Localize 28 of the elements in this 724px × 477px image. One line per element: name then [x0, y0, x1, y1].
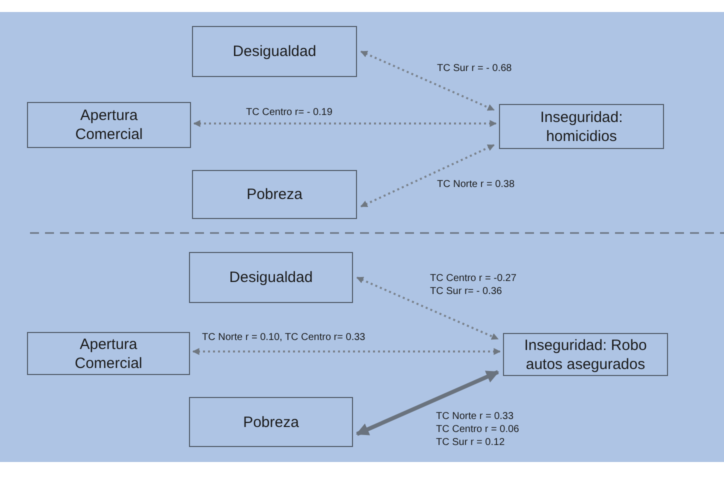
variable-box: [27, 332, 190, 375]
node-label: Pobreza: [243, 412, 299, 432]
node-label: Apertura Comercial: [74, 334, 144, 372]
double-arrow: [193, 120, 497, 127]
node-label: Apertura Comercial: [74, 106, 144, 144]
double-arrow: [356, 276, 499, 340]
variable-box: [27, 102, 191, 148]
double-arrow: [360, 50, 495, 111]
double-arrow: [356, 370, 500, 436]
edge-label: TC Sur r = - 0.68: [437, 62, 513, 75]
variable-box: [499, 104, 664, 149]
edge-label: TC Norte r = 0.38: [437, 178, 516, 191]
node-label: Inseguridad: Robo autos asegurados: [523, 336, 648, 374]
variable-box: [192, 26, 357, 77]
edge-label: TC Norte r = 0.10, TC Centro r= 0.33: [202, 331, 366, 344]
node-label: Desigualdad: [229, 268, 313, 287]
variable-box: [503, 333, 668, 376]
node-label: Inseguridad: homicidios: [539, 108, 624, 146]
variable-box: [189, 252, 353, 303]
double-arrow: [192, 348, 501, 355]
node-label: Pobreza: [246, 185, 302, 204]
edge-label: TC Norte r = 0.33 TC Centro r = 0.06 TC Sur r = 0.12: [436, 410, 520, 449]
edge-label: TC Centro r= - 0.19: [246, 106, 334, 119]
variable-box: [192, 170, 357, 219]
node-label: Desigualdad: [232, 42, 316, 61]
edge-label: TC Centro r = -0.27 TC Sur r= - 0.36: [430, 272, 518, 298]
variable-box: [189, 397, 353, 447]
double-arrow: [360, 144, 495, 208]
